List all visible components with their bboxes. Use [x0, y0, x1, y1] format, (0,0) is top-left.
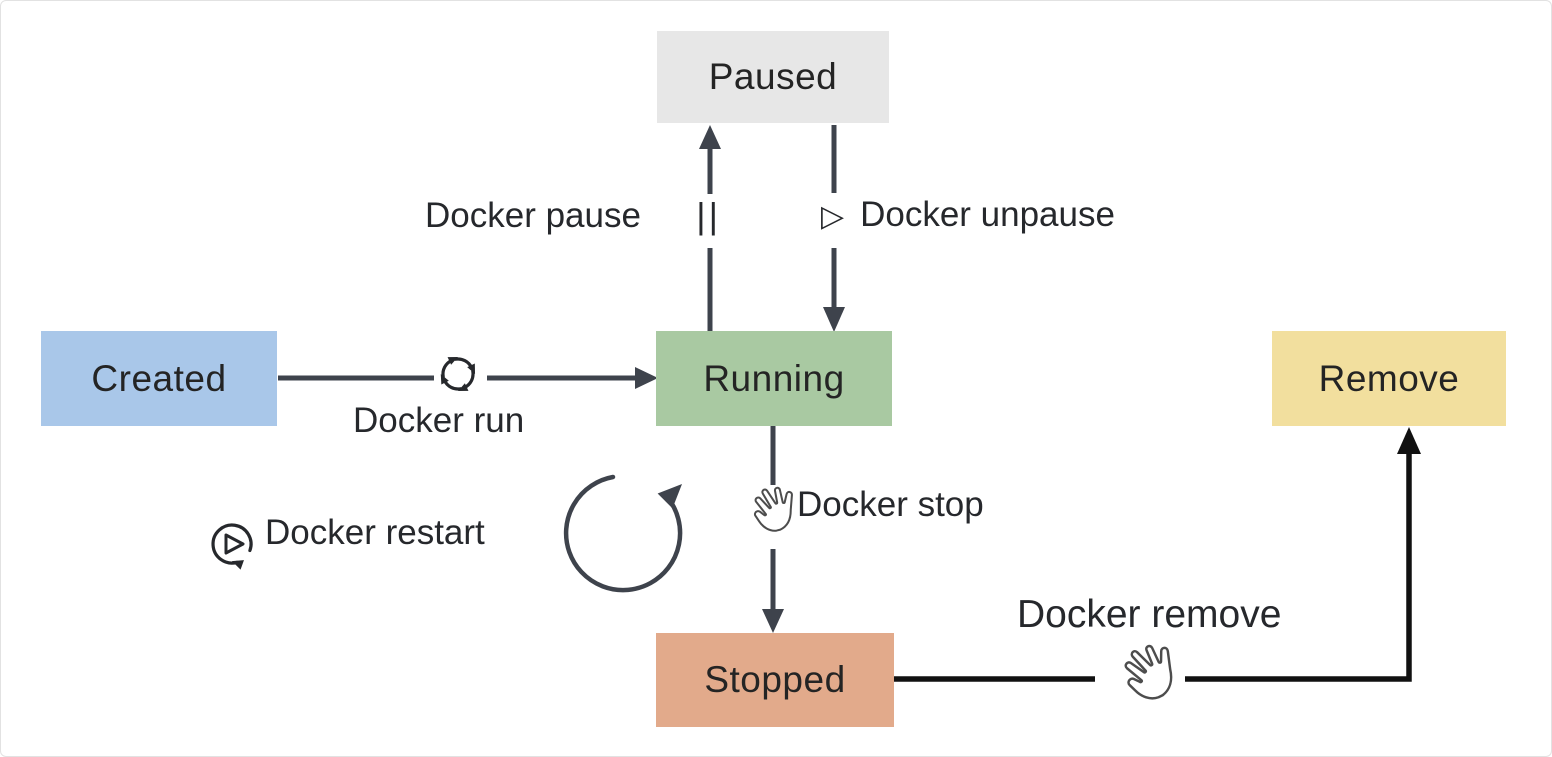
edge-label-docker-restart: Docker restart	[201, 513, 485, 553]
restart-loop-arrow	[563, 474, 683, 593]
state-node-running: Running	[656, 331, 892, 426]
docker-stop-text: Docker stop	[797, 485, 984, 524]
docker-restart-text: Docker restart	[265, 513, 485, 552]
state-node-created: Created	[41, 331, 277, 426]
edge-label-docker-pause: Docker pause ||	[425, 195, 721, 237]
state-label-remove: Remove	[1318, 357, 1460, 399]
pause-bars-glyph: ||	[696, 195, 721, 236]
edge-label-docker-unpause: ▷ Docker unpause	[821, 195, 1115, 235]
arrowhead-remove	[1397, 427, 1421, 454]
state-label-stopped: Stopped	[704, 659, 846, 700]
docker-pause-text: Docker pause	[425, 196, 641, 235]
state-label-created: Created	[91, 357, 227, 399]
docker-remove-text: Docker remove	[1017, 593, 1282, 636]
edge-label-docker-remove: Docker remove	[1017, 593, 1281, 637]
arrowhead-unpause	[823, 307, 845, 332]
arrowhead-stop	[762, 609, 784, 633]
state-node-paused: Paused	[657, 31, 889, 123]
edge-label-docker-run: Docker run	[353, 401, 524, 441]
arrowhead-run	[635, 367, 658, 389]
sync-icon	[440, 356, 476, 392]
docker-run-text: Docker run	[353, 401, 525, 440]
state-node-remove: Remove	[1272, 331, 1506, 426]
play-triangle-glyph: ▷	[821, 200, 845, 233]
state-label-paused: Paused	[708, 56, 838, 97]
arrowhead-pause	[699, 125, 721, 149]
docker-unpause-text: Docker unpause	[860, 195, 1115, 234]
state-label-running: Running	[703, 357, 845, 399]
hand-icon-remove	[1114, 634, 1188, 709]
state-node-stopped: Stopped	[656, 633, 894, 727]
arrow-docker-remove	[894, 453, 1412, 682]
restart-icon	[211, 523, 253, 570]
edge-label-docker-stop: Docker stop	[741, 485, 984, 525]
